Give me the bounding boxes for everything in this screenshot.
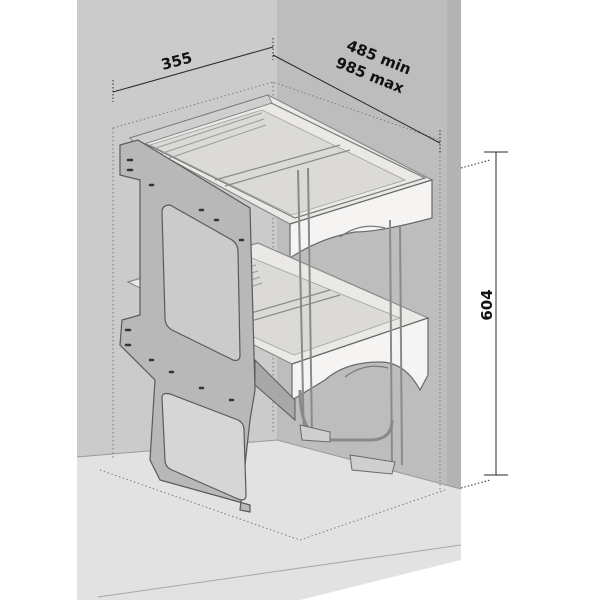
dimension-width-line: [112, 46, 274, 93]
rear-frame: [297, 167, 403, 471]
rear-support: [297, 167, 403, 475]
cabinet-right-wall: [447, 0, 461, 489]
front-frame: [119, 139, 296, 513]
lower-basket-front: [291, 317, 429, 402]
upper-basket-rails: [149, 112, 267, 163]
front-frame-lower-window: [161, 392, 247, 501]
dimension-height-label: 604: [478, 289, 496, 320]
cabinet-floor-edge: [76, 439, 462, 490]
front-frame-upper-window: [161, 204, 241, 362]
front-frame-runner: [254, 358, 296, 422]
cabinet-floor-front-edge: [97, 544, 462, 598]
upper-basket-front: [289, 179, 433, 260]
upper-basket-handle: [339, 225, 386, 238]
dimension-depth-line: [272, 54, 441, 144]
upper-basket-divider: [214, 144, 351, 187]
guide-lines: [99, 81, 446, 541]
floor-mount-right: [349, 454, 396, 475]
floor-mount-left: [299, 424, 331, 443]
upper-basket: [128, 94, 434, 260]
lower-basket-handle: [344, 365, 389, 378]
dimension-height: 604: [460, 151, 508, 489]
front-frame-bolts: [124, 158, 245, 402]
